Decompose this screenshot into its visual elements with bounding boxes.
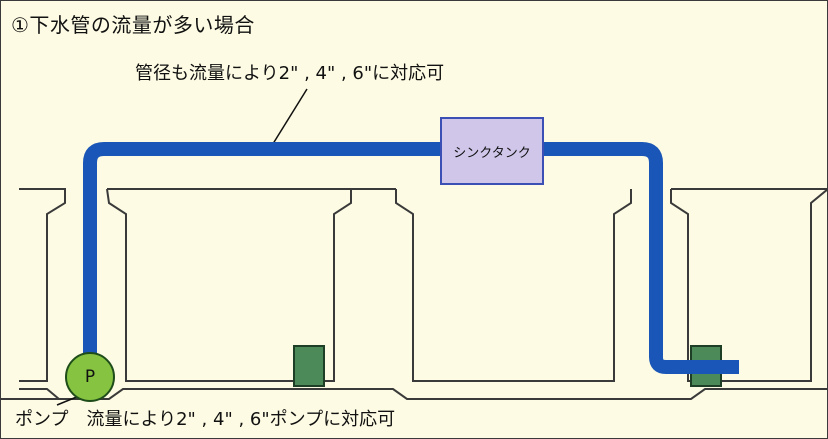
pipe-label-leader <box>270 88 308 148</box>
pump-label: ポンプ <box>15 409 69 430</box>
pipe-diameter-label: 管径も流量により2" , 4" , 6"に対応可 <box>135 63 445 84</box>
pipe-route <box>83 142 739 381</box>
sewer-top-wall-left <box>19 188 66 382</box>
diagram-title: ①下水管の流量が多い場合 <box>11 13 255 37</box>
water-block-middle <box>293 345 325 387</box>
sewer-top-wall-right <box>670 188 827 382</box>
pump-label-row: ポンプ流量により2" , 4" , 6"ポンプに対応可 <box>15 405 395 431</box>
pump-symbol: P <box>84 367 96 387</box>
sewer-structure-outline <box>1 188 827 400</box>
sewer-top-wall-mid2 <box>395 189 632 382</box>
pump-icon: P <box>65 352 115 402</box>
sink-tank: シンクタンク <box>440 117 544 185</box>
pump-capacity-label: 流量により2" , 4" , 6"ポンプに対応可 <box>86 409 396 430</box>
sewer-floor-line <box>19 388 827 400</box>
sewer-top-wall-mid1 <box>106 188 352 382</box>
sink-tank-label: シンクタンク <box>453 145 531 161</box>
